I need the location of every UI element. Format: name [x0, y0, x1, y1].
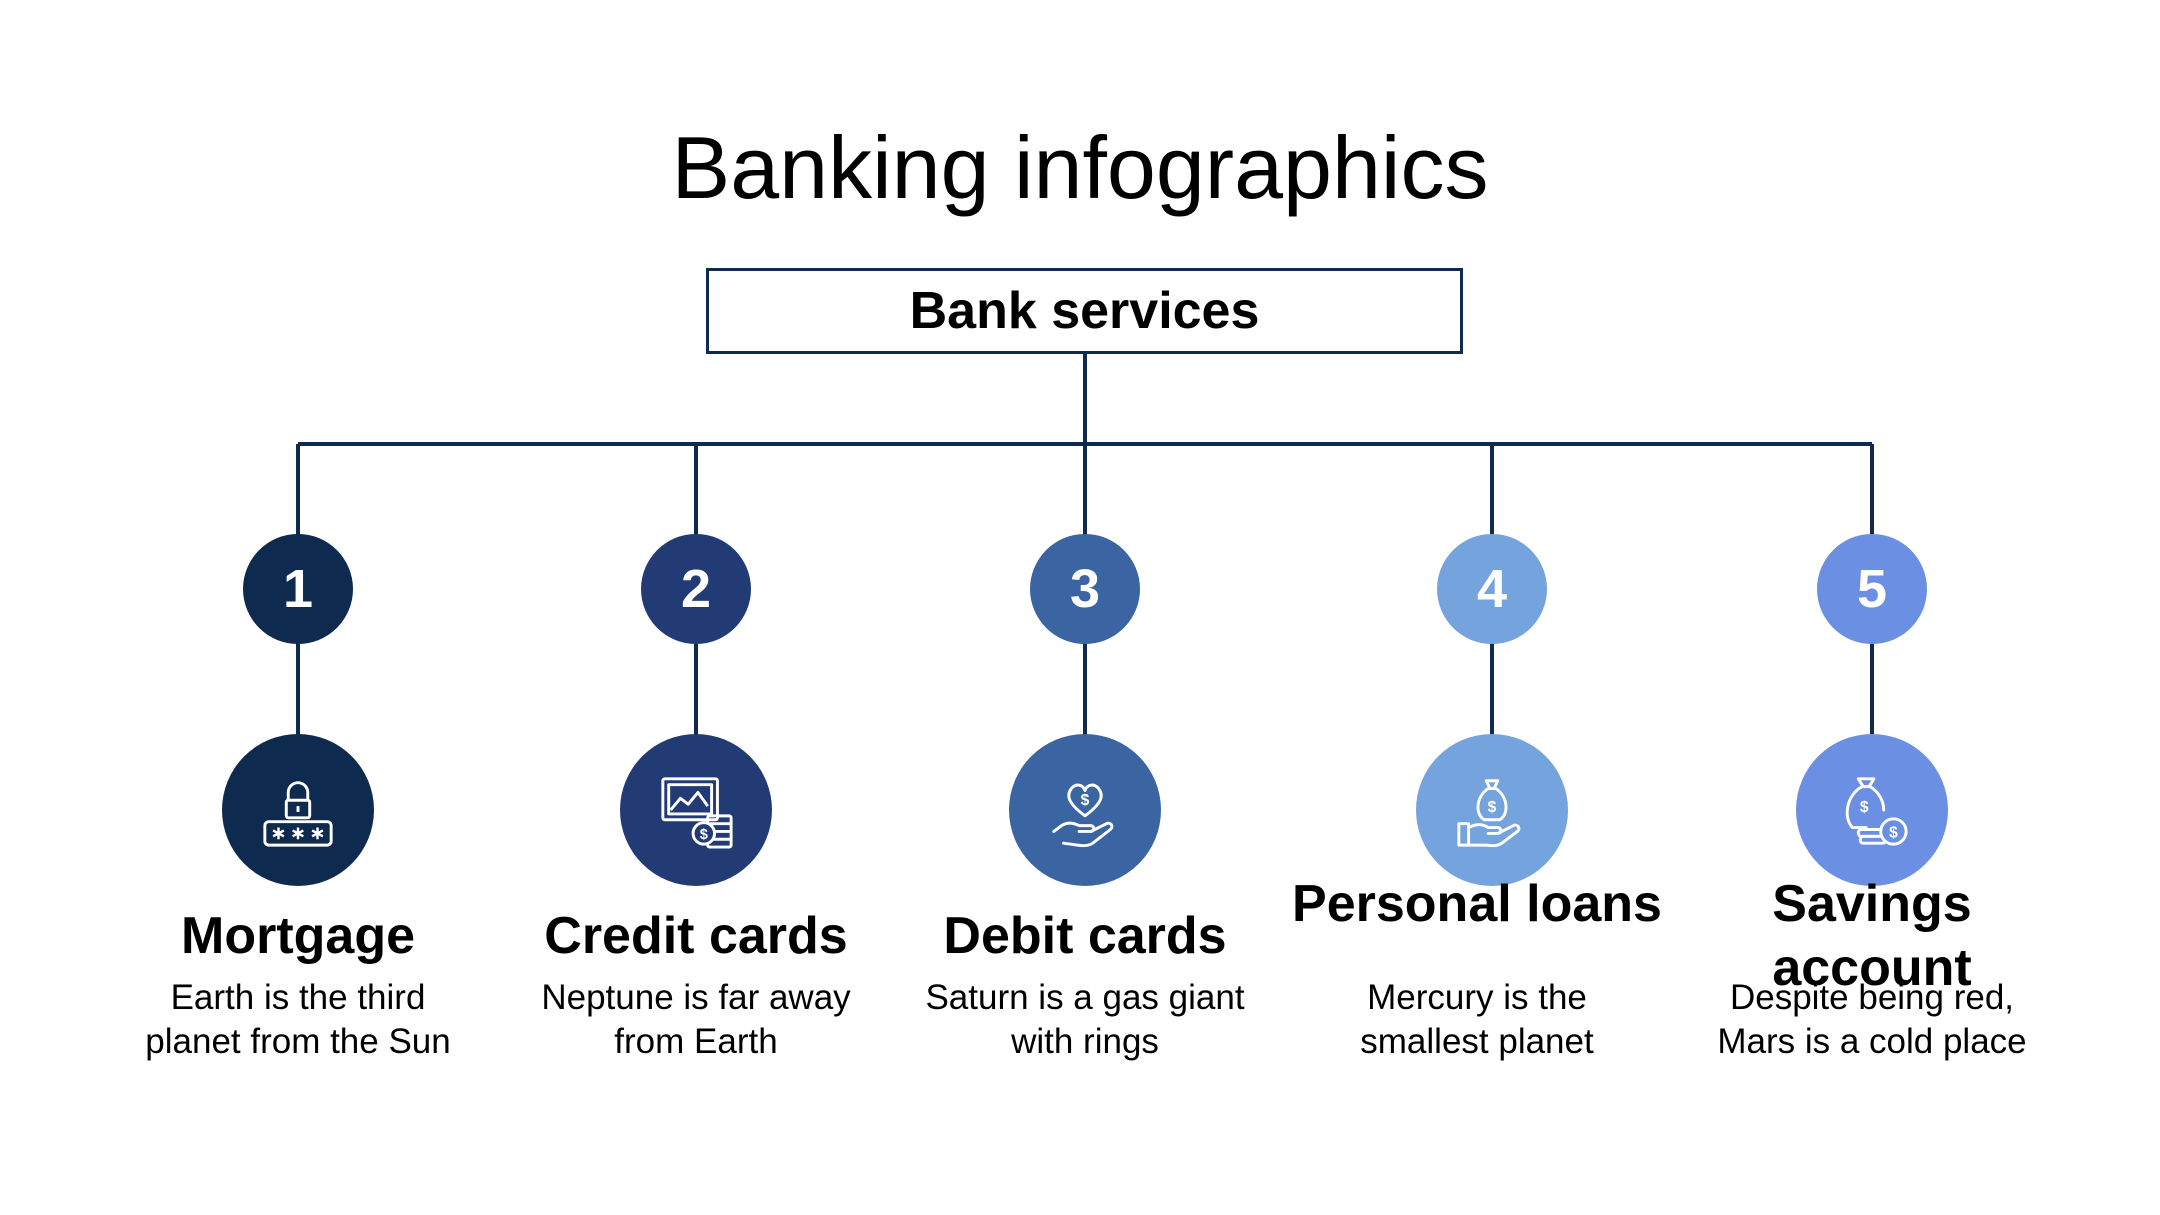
hand-money-bag-icon: $: [1457, 779, 1521, 848]
svg-text:$: $: [1081, 792, 1090, 809]
hand-heart-dollar-icon: $: [1052, 783, 1114, 848]
step-icon-circle-2: $: [620, 734, 772, 886]
step-label-1: Mortgage: [181, 907, 415, 965]
svg-text:$: $: [1488, 799, 1497, 816]
root-node: Bank services: [706, 268, 1463, 354]
step-number-1: 1: [243, 534, 353, 644]
step-label-3: Debit cards: [943, 907, 1227, 965]
page-title: Banking infographics: [671, 118, 1489, 217]
step-number-4: 4: [1437, 534, 1547, 644]
step-number-5: 5: [1817, 534, 1927, 644]
svg-text:$: $: [1860, 799, 1869, 816]
chart-coins-icon: $: [661, 777, 733, 849]
step-number-3: 3: [1030, 534, 1140, 644]
step-number-2: 2: [641, 534, 751, 644]
step-desc-5: Despite being red,Mars is a cold place: [1717, 978, 2027, 1061]
step-icon-circle-3: $: [1009, 734, 1161, 886]
step-icon-circle-5: $ $: [1796, 734, 1948, 886]
step-label-2: Credit cards: [544, 907, 848, 965]
svg-text:$: $: [700, 827, 708, 843]
money-bag-coins-icon: $ $: [1845, 777, 1908, 846]
step-icon-circle-4: $: [1416, 734, 1568, 886]
step-icon-circle-1: [222, 734, 374, 886]
step-label-5: Savings account: [1772, 875, 1972, 997]
lock-password-icon: [263, 781, 333, 847]
step-label-4: Personal loans: [1292, 875, 1662, 933]
svg-text:$: $: [1889, 824, 1898, 841]
